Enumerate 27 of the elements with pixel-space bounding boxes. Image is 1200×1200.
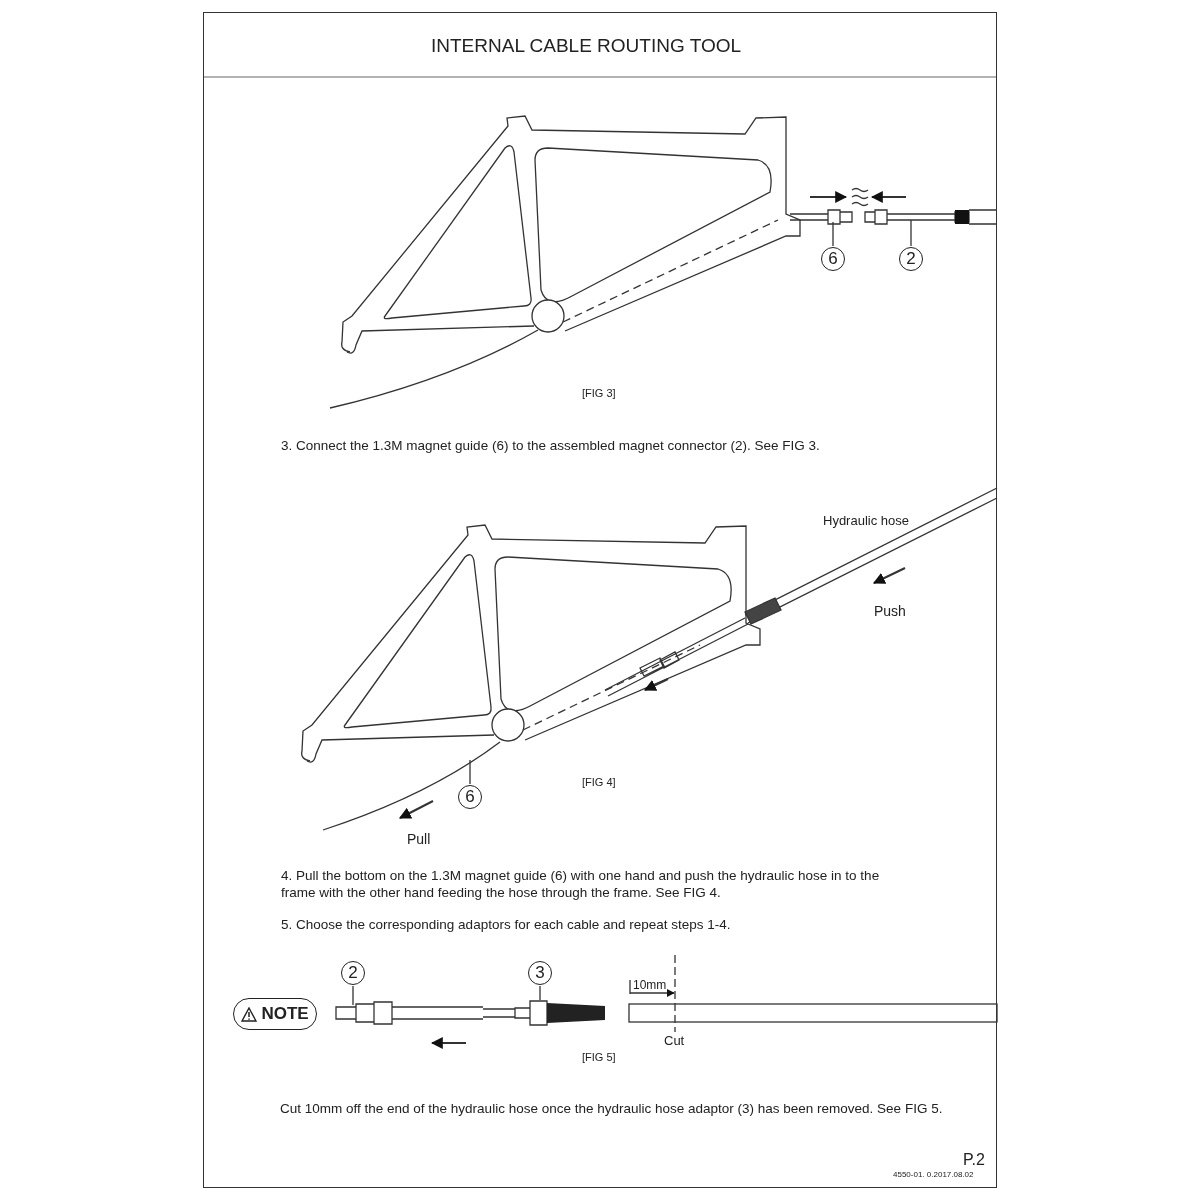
figure-caption: [FIG 4] (582, 776, 616, 788)
figure-caption: [FIG 3] (582, 387, 616, 399)
leader-line (352, 985, 354, 1006)
figure-caption: [FIG 5] (582, 1051, 616, 1063)
leader-line (832, 221, 834, 247)
leader-line (539, 985, 541, 1001)
instruction-text: 3. Connect the 1.3M magnet guide (6) to the assembled magnet connector (2). See FIG 3. (281, 438, 821, 453)
callout-number: 6 (458, 785, 482, 809)
part-label: Hydraulic hose (823, 513, 909, 528)
instruction-text: Cut 10mm off the end of the hydraulic hose once the hydraulic hose adaptor (3) has been removed. See FIG 5. (280, 1100, 944, 1117)
leader-line (469, 759, 471, 785)
leader-line (910, 219, 912, 247)
dimension-label: 10mm (633, 978, 667, 992)
note-badge (233, 998, 317, 1030)
document-code: 4550-01. 0.2017.08.02 (893, 1170, 974, 1179)
cut-label: Cut (664, 1033, 685, 1048)
page-number: P.2 (963, 1151, 985, 1169)
callout-number: 2 (899, 247, 923, 271)
note-label: NOTE (261, 1004, 309, 1024)
page-title: INTERNAL CABLE ROUTING TOOL (431, 35, 742, 57)
callout-number: 2 (341, 961, 365, 985)
callout-number: 3 (528, 961, 552, 985)
instruction-text: 5. Choose the corresponding adaptors for each cable and repeat steps 1-4. (281, 917, 732, 932)
instruction-text: 4. Pull the bottom on the 1.3M magnet guide (6) with one hand and push the hydraulic hose in to the frame with the other hand feeding the hose through the frame. See FIG 4. (281, 867, 881, 901)
direction-label: Push (874, 603, 906, 619)
callout-number: 6 (821, 247, 845, 271)
direction-label: Pull (407, 831, 431, 847)
